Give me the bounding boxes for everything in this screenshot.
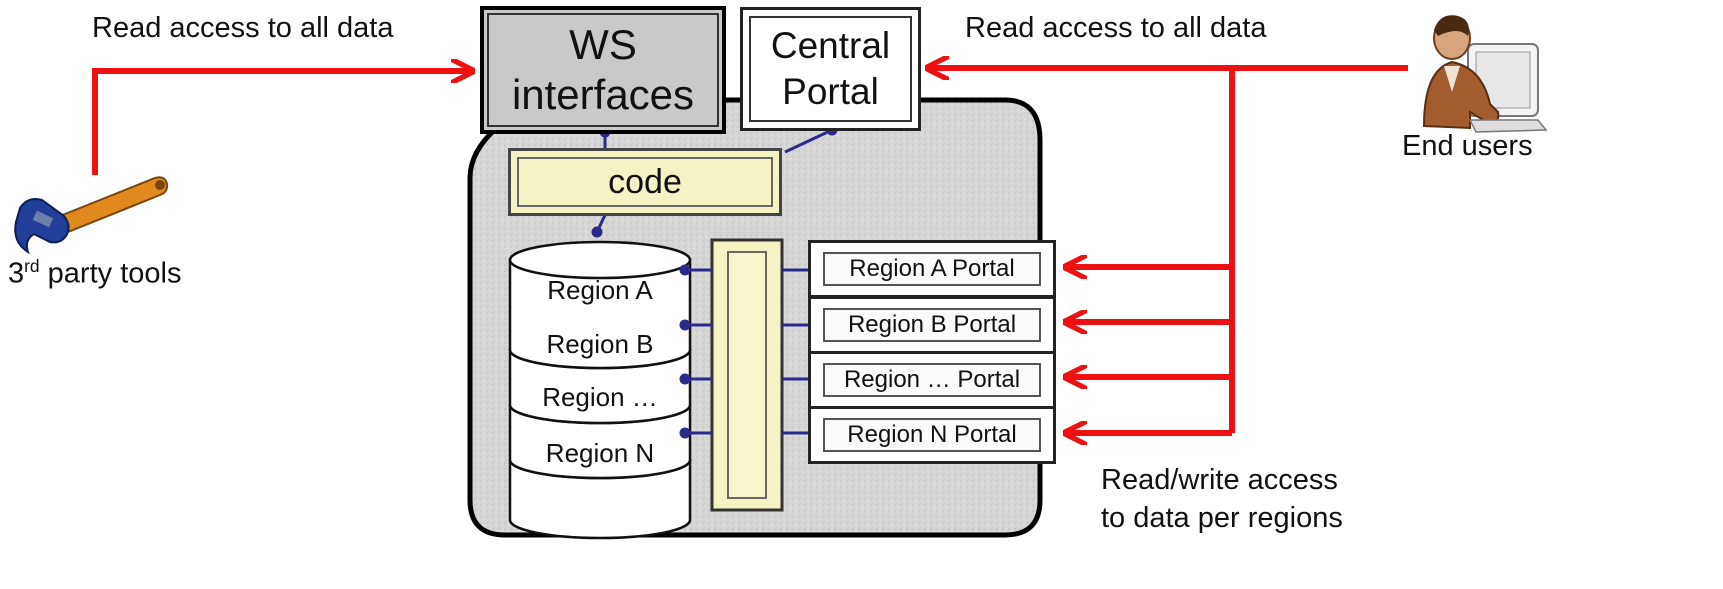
- portal-region-b: Region B Portal: [808, 296, 1056, 354]
- middle-bus-column: [710, 238, 784, 512]
- read-write-line2: to data per regions: [1101, 502, 1343, 534]
- region-label-b: Region B: [546, 329, 654, 359]
- portal-region-a-label: Region A Portal: [823, 252, 1041, 286]
- central-portal-line2: Portal: [782, 71, 879, 112]
- portal-region-n-label: Region N Portal: [823, 418, 1041, 452]
- read-write-line1: Read/write access: [1101, 464, 1338, 496]
- database-stack: [508, 240, 692, 540]
- red-arrows: [92, 68, 1408, 433]
- region-label-etc: Region …: [542, 382, 658, 412]
- third-party-tools-label: 3rd party tools: [8, 256, 182, 290]
- user-at-computer-icon: [1422, 15, 1548, 133]
- central-portal-line1: Central: [770, 25, 891, 66]
- ws-interfaces-box: WS interfaces: [480, 6, 726, 134]
- read-access-right-label: Read access to all data: [965, 12, 1267, 44]
- portal-region-b-label: Region B Portal: [823, 308, 1041, 342]
- read-access-left-label: Read access to all data: [92, 12, 394, 44]
- arrow-third-party-to-ws: [92, 71, 470, 175]
- end-users-label: End users: [1402, 130, 1533, 162]
- ws-interfaces-line1: WS: [569, 21, 637, 68]
- portal-region-a: Region A Portal: [808, 240, 1056, 298]
- read-write-label: Read/write access to data per regions: [1101, 461, 1343, 537]
- portal-region-etc-label: Region … Portal: [823, 363, 1041, 397]
- portal-region-etc: Region … Portal: [808, 351, 1056, 409]
- cylinder-region-a: [508, 240, 692, 370]
- region-label-a: Region A: [547, 275, 653, 305]
- code-box: code: [508, 148, 782, 216]
- code-label: code: [517, 157, 773, 207]
- region-label-n: Region N: [545, 438, 655, 468]
- wrench-icon: [14, 176, 169, 255]
- central-portal-box: Central Portal: [740, 7, 921, 131]
- ws-interfaces-line2: interfaces: [511, 71, 695, 118]
- portal-region-n: Region N Portal: [808, 406, 1056, 464]
